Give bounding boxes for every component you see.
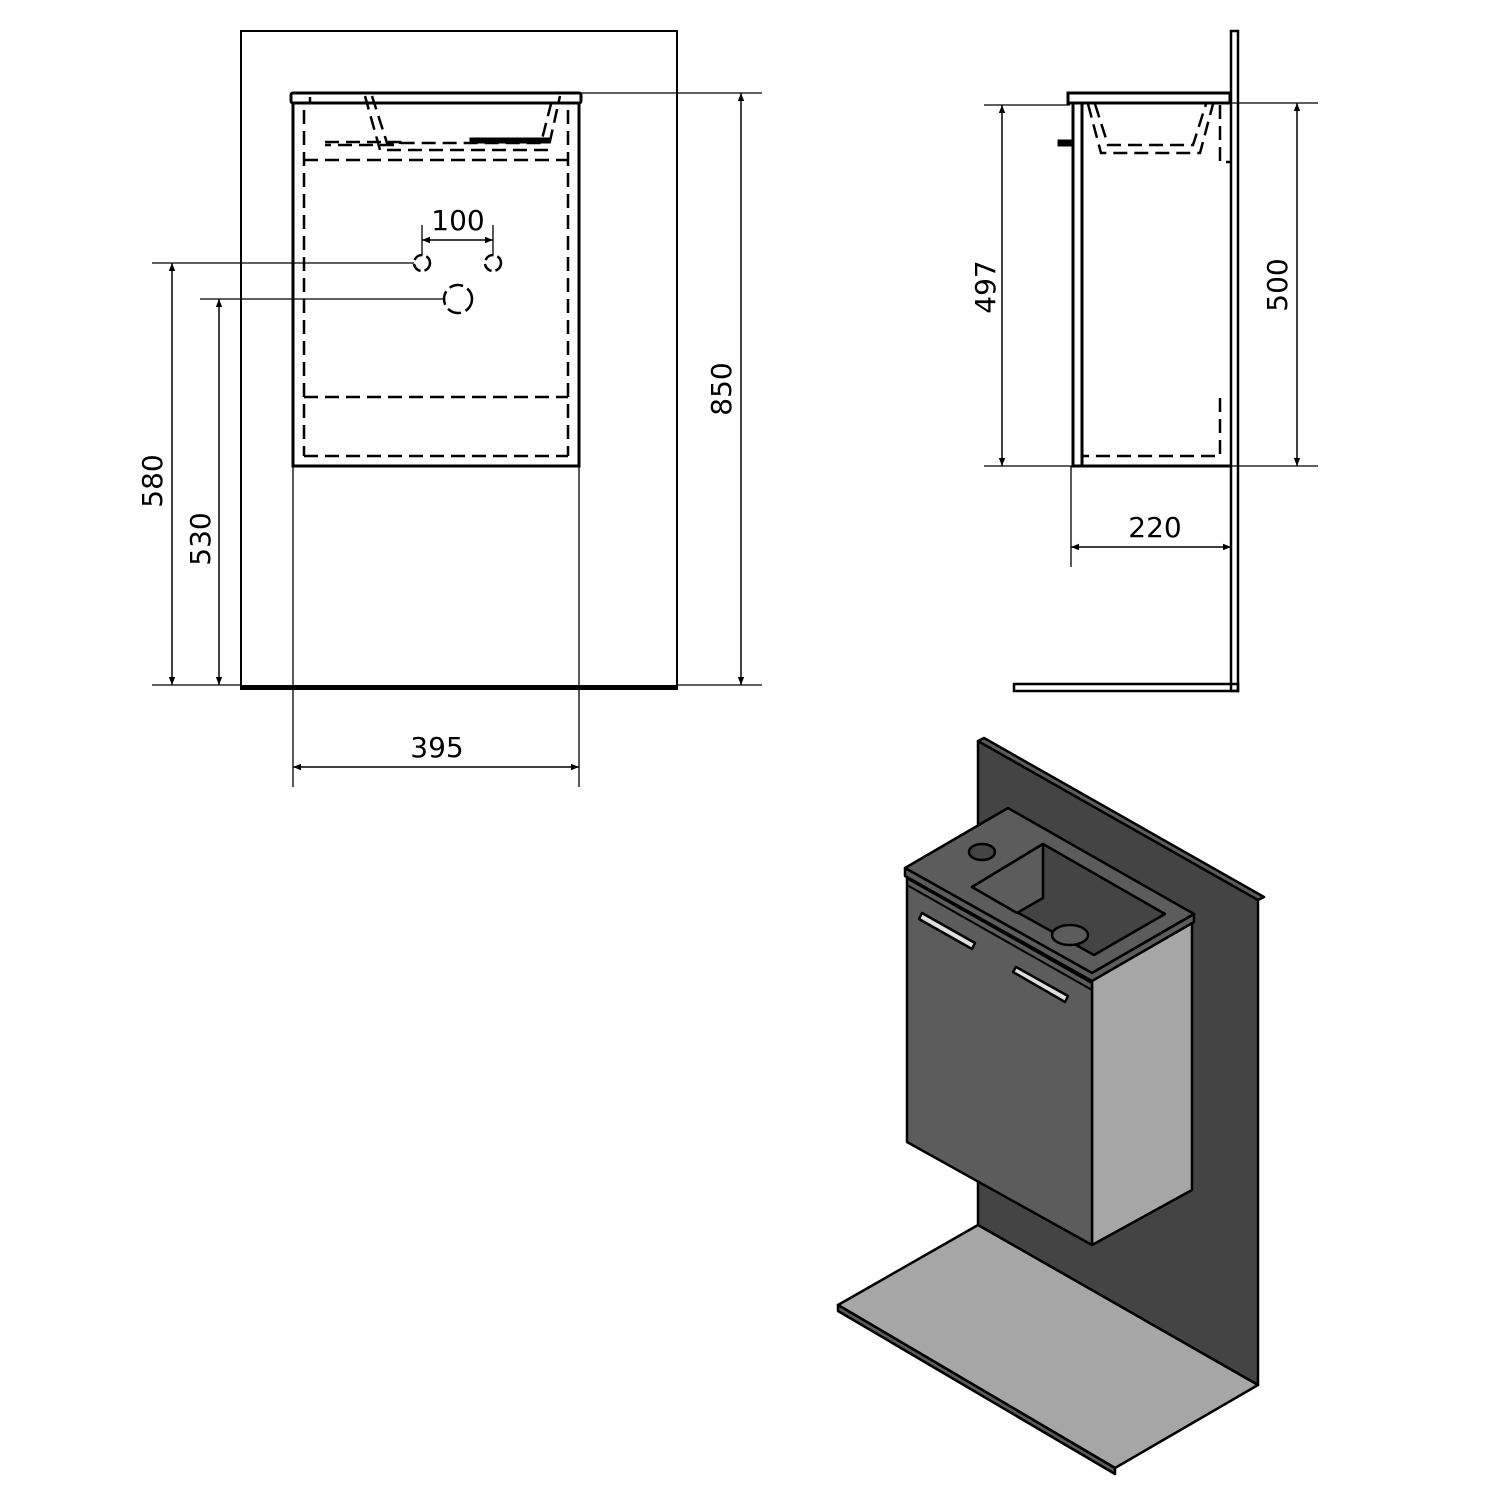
iso-floor-edge [836, 1303, 1117, 1476]
side-view [984, 29, 1318, 693]
iso-basin-edge [903, 866, 1196, 983]
dim-850: 850 [705, 362, 738, 415]
dim-395: 395 [410, 731, 463, 764]
floor-line [241, 685, 677, 690]
dim-497: 497 [969, 260, 1002, 313]
iso-tap-hole-icon [967, 842, 997, 862]
door-panel [1071, 101, 1084, 468]
door-handle [1057, 139, 1074, 147]
drain-pipe [469, 137, 551, 144]
supply-hole-left [412, 253, 432, 273]
iso-drain-icon [1050, 923, 1090, 947]
dim-580: 580 [136, 454, 169, 507]
dim-530: 530 [184, 512, 217, 565]
wall-outline [240, 30, 678, 690]
iso-cabinet-front [905, 876, 1094, 1247]
iso-handle-right [1011, 965, 1070, 1004]
isometric-view [836, 736, 1266, 1476]
dim-220: 220 [1128, 511, 1181, 544]
floor-section [1012, 682, 1240, 693]
supply-hole-right [483, 253, 503, 273]
iso-wall-edge [976, 736, 1266, 902]
dim-500: 500 [1261, 258, 1294, 311]
iso-basin-inner [970, 842, 1045, 915]
hidden-lines [302, 95, 570, 458]
cabinet-body [291, 101, 581, 468]
front-view [152, 30, 762, 787]
dim-100: 100 [431, 204, 484, 237]
iso-handle-left [917, 911, 977, 951]
wall-section [1229, 29, 1240, 693]
side-top-slab [1066, 91, 1232, 105]
drain-hole [442, 283, 474, 315]
